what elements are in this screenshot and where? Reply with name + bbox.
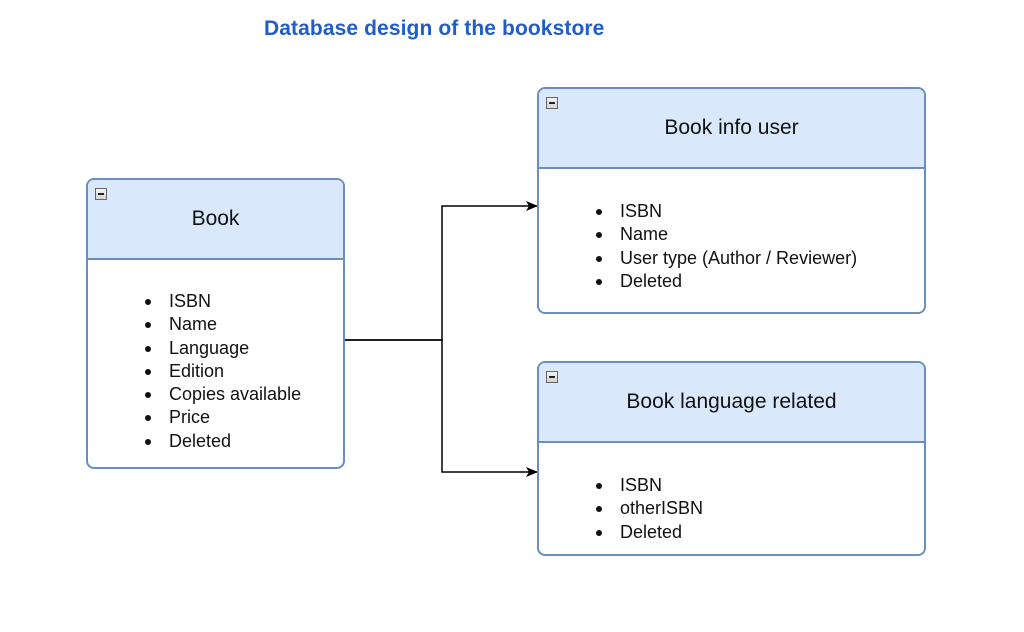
field-list: ISBN Name User type (Author / Reviewer) … <box>596 200 857 293</box>
field-item: Name <box>596 223 857 246</box>
field-item: User type (Author / Reviewer) <box>596 247 857 270</box>
edge-book-to-book-info-user <box>345 201 538 341</box>
entity-book-language-related[interactable]: Book language related ISBN otherISBN Del… <box>537 361 926 556</box>
entity-header: Book language related <box>539 363 924 443</box>
field-item: Price <box>145 406 301 429</box>
field-item: ISBN <box>596 474 703 497</box>
entity-book-info-user[interactable]: Book info user ISBN Name User type (Auth… <box>537 87 926 314</box>
field-item: Deleted <box>145 430 301 453</box>
minus-square-icon[interactable] <box>95 188 107 200</box>
field-list: ISBN Name Language Edition Copies availa… <box>145 290 301 453</box>
field-item: otherISBN <box>596 497 703 520</box>
minus-square-icon[interactable] <box>546 97 558 109</box>
entity-name: Book language related <box>626 390 837 413</box>
entity-header: Book <box>88 180 343 260</box>
field-item: Edition <box>145 360 301 383</box>
entity-name: Book <box>191 207 240 230</box>
field-item: Deleted <box>596 521 703 544</box>
edge-book-to-book-language-related <box>345 339 538 477</box>
entity-header: Book info user <box>539 89 924 169</box>
field-item: Deleted <box>596 270 857 293</box>
field-list: ISBN otherISBN Deleted <box>596 474 703 544</box>
diagram-title: Database design of the bookstore <box>264 17 605 40</box>
field-item: Language <box>145 337 301 360</box>
entity-book[interactable]: Book ISBN Name Language Edition Copies a… <box>86 178 345 469</box>
field-item: Name <box>145 313 301 336</box>
entity-name: Book info user <box>664 116 799 139</box>
field-item: ISBN <box>145 290 301 313</box>
minus-square-icon[interactable] <box>546 371 558 383</box>
field-item: ISBN <box>596 200 857 223</box>
field-item: Copies available <box>145 383 301 406</box>
